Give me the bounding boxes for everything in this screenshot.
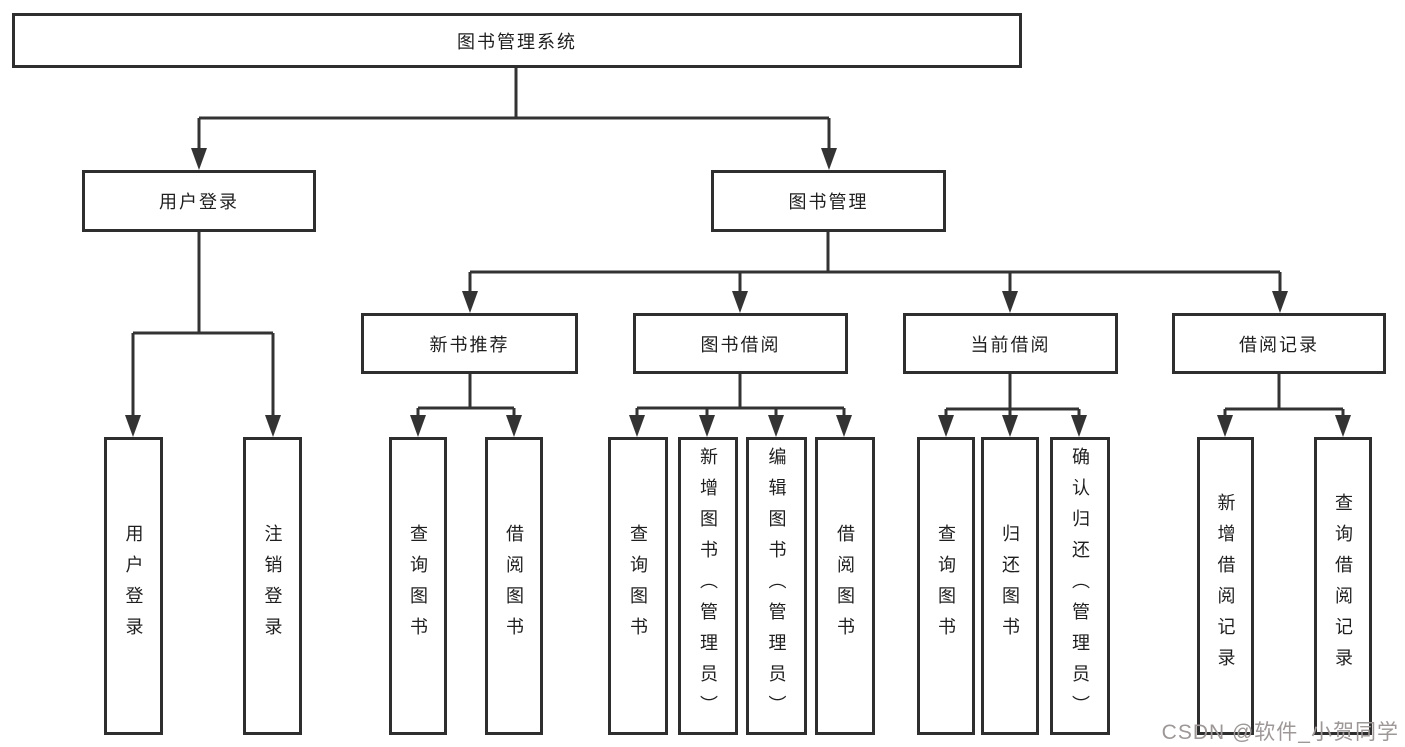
leaf-label: 借阅图书: [504, 524, 524, 648]
leaf-return-books: 归还图书: [981, 437, 1039, 735]
leaf-label: 借阅图书: [835, 524, 855, 648]
leaf-label: 用户登录: [123, 524, 144, 648]
leaf-query-books-borrow: 查询图书: [608, 437, 668, 735]
leaf-query-books-recommend: 查询图书: [389, 437, 447, 735]
leaf-query-books-current: 查询图书: [917, 437, 975, 735]
leaf-confirm-return-admin: 确认归还（管理员）: [1050, 437, 1110, 735]
connector-login-to-leaves: [125, 232, 281, 437]
node-book-management: 图书管理: [711, 170, 946, 232]
node-label: 借阅记录: [1239, 334, 1319, 355]
node-label: 当前借阅: [970, 334, 1051, 355]
node-label: 图书借阅: [700, 334, 781, 355]
node-label: 图书管理系统: [457, 31, 577, 52]
node-book-borrowing: 图书借阅: [633, 313, 848, 374]
node-label: 新书推荐: [429, 334, 510, 355]
leaf-label: 查询图书: [628, 524, 648, 648]
leaf-add-borrow-record: 新增借阅记录: [1197, 437, 1254, 735]
leaf-label: 归还图书: [1000, 524, 1020, 648]
node-label: 用户登录: [159, 192, 239, 212]
leaf-borrow-books-recommend: 借阅图书: [485, 437, 543, 735]
leaf-label: 确认归还（管理员）: [1070, 446, 1090, 726]
connector-current-to-leaves: [938, 374, 1087, 437]
node-current-borrowing: 当前借阅: [903, 313, 1118, 374]
leaf-label: 注销登录: [262, 524, 283, 648]
leaf-label: 编辑图书（管理员）: [766, 446, 787, 726]
node-borrowing-records: 借阅记录: [1172, 313, 1386, 374]
leaf-label: 新增借阅记录: [1215, 493, 1236, 679]
connector-recommend-to-leaves: [410, 374, 522, 437]
leaf-borrow-books: 借阅图书: [815, 437, 875, 735]
leaf-edit-books-admin: 编辑图书（管理员）: [746, 437, 807, 735]
leaf-add-books-admin: 新增图书（管理员）: [678, 437, 738, 735]
leaf-logout: 注销登录: [243, 437, 302, 735]
connector-records-to-leaves: [1217, 374, 1351, 437]
connector-management-to-level2: [462, 232, 1288, 313]
leaf-user-login: 用户登录: [104, 437, 163, 735]
csdn-watermark: CSDN @软件_小贺同学: [1161, 721, 1399, 744]
connector-root-to-level1: [191, 68, 837, 170]
node-label: 图书管理: [788, 192, 869, 212]
leaf-label: 查询图书: [408, 524, 428, 648]
leaf-label: 新增图书（管理员）: [698, 446, 718, 726]
leaf-label: 查询图书: [936, 524, 956, 648]
node-library-management-system: 图书管理系统: [12, 13, 1022, 68]
node-user-login: 用户登录: [82, 170, 316, 232]
connector-borrow-to-leaves: [629, 374, 852, 437]
leaf-query-borrow-record: 查询借阅记录: [1314, 437, 1372, 735]
node-new-book-recommend: 新书推荐: [361, 313, 578, 374]
leaf-label: 查询借阅记录: [1333, 493, 1353, 679]
